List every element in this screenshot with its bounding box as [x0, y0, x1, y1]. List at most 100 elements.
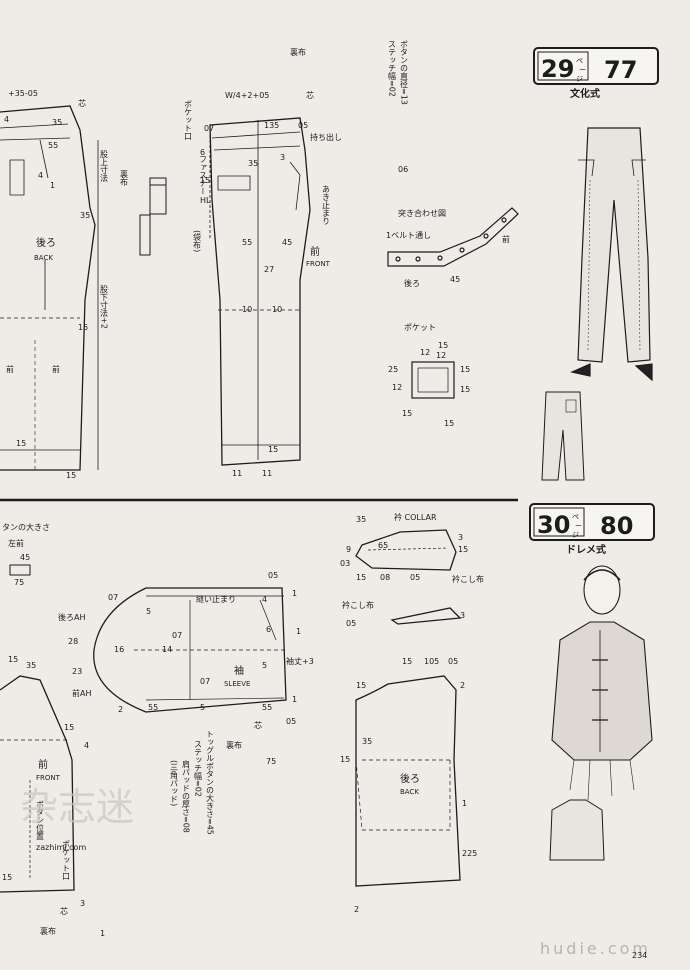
pocket-opening-label-b: ポケット口 [62, 840, 71, 880]
dim-08: 08 [380, 573, 390, 582]
dim-27: 27 [264, 265, 274, 274]
interfacing-label: 芯 [254, 720, 262, 730]
dim-hl: HL [200, 196, 211, 205]
badge-30-num: 80 [600, 512, 633, 540]
pocketing-label: (袋布) [193, 230, 202, 252]
toggle-button-sketch [9, 564, 31, 576]
dim-45b: 45 [450, 275, 460, 284]
dim-10b: 10 [272, 305, 282, 314]
dim-4d: 4 [84, 741, 89, 750]
stitch-stop-label: 縫い止まり [196, 594, 236, 604]
sleeve-label-jp: 袖 [234, 664, 244, 677]
dim-75a: 75 [14, 578, 24, 587]
dim-25: 25 [388, 365, 398, 374]
stitch-width-note: ステッチ幅=02 [388, 40, 397, 97]
coat-back-illustration [549, 799, 605, 861]
dim-07c: 07 [172, 631, 182, 640]
dim-12b: 12 [436, 351, 446, 360]
coat-illustration [551, 565, 653, 801]
formula-waist: W/4+2+05 [225, 91, 269, 100]
badge-29: 29 ペ ー ジ 77 文化式 [533, 47, 659, 100]
dim-1e: 1 [462, 799, 467, 808]
collar-stand-label-b: 衿こし布 [342, 600, 374, 610]
dim-45: 45 [282, 238, 292, 247]
belt-diagram [387, 207, 519, 267]
lining-bottom-label: 裏布 [40, 926, 56, 936]
collar-stand-label-a: 衿こし布 [452, 574, 484, 584]
triangle-pad-note: (三角パッド) [170, 760, 179, 806]
dim-11b: 11 [262, 469, 272, 478]
dim-15r: 15 [2, 873, 12, 882]
belt-back-label: 後ろ [404, 278, 420, 288]
dim-55: 55 [48, 141, 58, 150]
joined-diagram-label: 突き合わせ図 [398, 208, 446, 218]
dim-3b: 3 [458, 533, 463, 542]
zipper-label: ファスナー [199, 155, 208, 195]
svg-text:ジ: ジ [572, 531, 579, 539]
dim-55d: 55 [262, 703, 272, 712]
dim-05b: 05 [410, 573, 420, 582]
inseam-label: 股下寸法+2 [100, 285, 109, 329]
dim-65: 65 [378, 541, 388, 550]
dim-15d: 15 [200, 176, 210, 185]
dim-225: 225 [462, 849, 477, 858]
badge-29-num: 77 [604, 56, 637, 84]
dim-15g: 15 [460, 365, 470, 374]
dim-6b: 6 [266, 625, 271, 634]
watermark-url: zazhimi.com [36, 843, 86, 852]
front-armhole-label: 前AH [72, 688, 92, 698]
dim-75b: 75 [266, 757, 276, 766]
collar-pattern [355, 529, 462, 625]
dim-15l: 15 [356, 573, 366, 582]
dim-1b: 1 [292, 589, 297, 598]
dim-135: 135 [264, 121, 279, 130]
svg-text:ー: ー [579, 66, 586, 74]
back-label-en: BACK [34, 254, 53, 262]
shoulder-pad-note: 肩パッドの厚さ=08 [182, 759, 191, 833]
badge-30-brand: ドレメ式 [566, 543, 606, 556]
badge-29-unit: ペ [576, 57, 583, 65]
fly-pieces [139, 177, 167, 256]
badge-30-unit: ペ [572, 513, 579, 521]
back-bodice-label-jp: 後ろ [400, 772, 420, 785]
dim-1c: 1 [296, 627, 301, 636]
button-position-label: ボタン位置 [36, 800, 45, 840]
dim-15c: 15 [66, 471, 76, 480]
dim-5b: 5 [262, 661, 267, 670]
badge-29-page: 29 [541, 55, 574, 83]
front-bodice-label-jp: 前 [38, 758, 48, 771]
mae-label-a: 前 [6, 364, 14, 374]
pocket-opening-label: ポケット口 [184, 100, 193, 140]
pants-back-illustration [541, 391, 585, 481]
dim-5c: 5 [200, 703, 205, 712]
left-front-label: 左前 [8, 538, 24, 548]
dim-23: 23 [72, 667, 82, 676]
pocket-diagram [411, 361, 455, 399]
badge-30: 30 ペ ー ジ 80 ドレメ式 [529, 503, 655, 556]
interfacing-bottom-label: 芯 [60, 906, 68, 916]
dim-15f: 15 [438, 341, 448, 350]
front-bodice-pattern [0, 675, 75, 893]
page-number: 234 [632, 951, 647, 960]
dim-15j: 15 [444, 419, 454, 428]
dim-15q: 15 [64, 723, 74, 732]
dim-3c: 3 [460, 611, 465, 620]
back-bodice-label-en: BACK [400, 788, 419, 796]
sleeve-label-en: SLEEVE [224, 680, 250, 688]
dim-3d: 3 [80, 899, 85, 908]
badge-30-page: 30 [537, 511, 570, 539]
back-bodice-pattern [355, 675, 461, 887]
lining-label-b: 裏布 [226, 740, 242, 750]
dim-4b: 4 [38, 171, 43, 180]
dim-35c: 35 [248, 159, 258, 168]
dim-35e: 35 [362, 737, 372, 746]
dim-35d: 35 [356, 515, 366, 524]
collar-label: 衿 COLLAR [394, 512, 437, 522]
dim-15h: 15 [460, 385, 470, 394]
interfacing-top-label: 芯 [306, 90, 314, 100]
back-pants-pattern [0, 105, 96, 471]
stitch-width-note-b: 06 [398, 165, 408, 174]
back-armhole-label: 後ろAH [58, 612, 86, 622]
formula-top: +35-05 [8, 89, 38, 98]
